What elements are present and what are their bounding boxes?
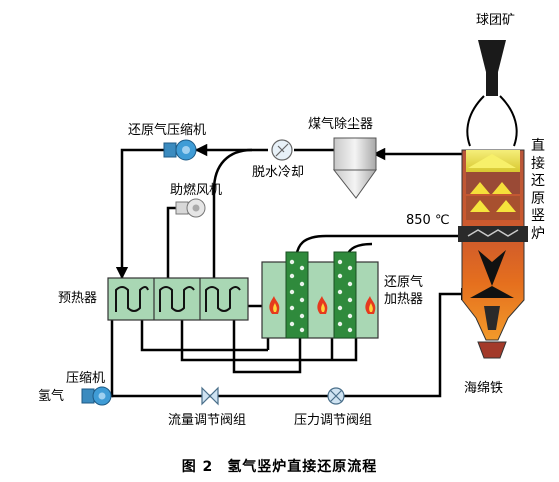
fan-to-preheater-pipe <box>166 206 178 280</box>
shaft-furnace-char-1: 直 <box>531 138 545 154</box>
fuel-gas-branch-pipe <box>212 148 253 280</box>
flow-control-valve-label: 流量调节阀组 <box>168 413 247 428</box>
figure-title: 氢气竖炉直接还原流程 <box>227 459 378 475</box>
shaft-furnace-char-2: 接 <box>531 155 545 172</box>
shaft-furnace-char-5: 竖 <box>531 208 545 224</box>
sponge-iron-outlet <box>477 341 507 359</box>
dehydration-cooling-label: 脱水冷却 <box>252 165 305 180</box>
combustion-fan-label: 助燃风机 <box>170 183 223 198</box>
temperature-label: 850 ℃ <box>406 213 450 228</box>
reducing-gas-heater-label-2: 加热器 <box>384 292 424 307</box>
compressor-label: 压缩机 <box>66 371 106 386</box>
reducing-gas-heater <box>261 251 379 339</box>
gas-compressor <box>163 139 197 161</box>
hydrogen-main-pipe <box>112 287 474 398</box>
pressure-control-valve-label: 压力调节阀组 <box>294 413 373 428</box>
heater-outlet-pipe-1 <box>294 229 472 263</box>
shaft-furnace <box>458 149 528 341</box>
preheater-label: 预热器 <box>58 291 98 306</box>
hydrogen-compressor <box>81 386 112 406</box>
shaft-furnace-char-4: 原 <box>531 190 545 207</box>
compressor-to-preheater-pipe <box>115 148 166 280</box>
reducing-gas-heater-label-1: 还原气 <box>384 275 424 290</box>
shaft-furnace-char-3: 还 <box>531 173 545 189</box>
sponge-iron-label: 海绵铁 <box>464 381 504 396</box>
pressure-control-valve-icon <box>327 387 345 405</box>
shaft-furnace-char-6: 炉 <box>531 225 545 242</box>
burner-flame-icons <box>269 296 376 314</box>
dehydration-cooler <box>271 139 293 161</box>
preheater <box>107 277 249 321</box>
hydrogen-label: 氢气 <box>38 389 65 404</box>
flow-control-valve-icon <box>201 386 219 406</box>
gas-dust-remover <box>332 137 377 199</box>
figure-number: 图 2 <box>181 459 214 475</box>
figure-caption: 图 2 氢气竖炉直接还原流程 <box>0 456 559 476</box>
shaft-furnace-label: 直 接 还 原 竖 炉 <box>528 138 548 243</box>
pellet-ore-hopper <box>478 40 506 96</box>
gas-compressor-label: 还原气压缩机 <box>128 123 207 138</box>
gas-dust-remover-label: 煤气除尘器 <box>308 117 374 132</box>
ore-feed-lines <box>466 95 518 147</box>
combustion-fan <box>175 198 206 218</box>
pellet-ore-label: 球团矿 <box>476 13 516 28</box>
